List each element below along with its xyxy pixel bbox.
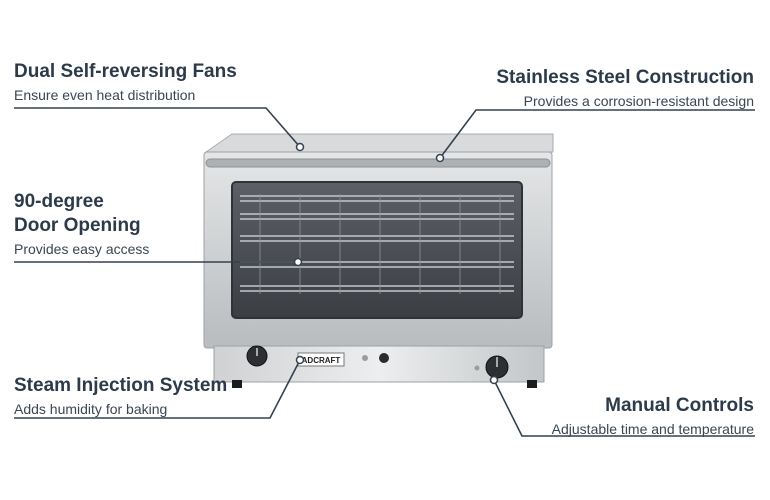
- callout-steam-title: Steam Injection System: [14, 375, 228, 396]
- callout-steel: Stainless Steel Construction Provides a …: [496, 66, 754, 110]
- callout-door-title-line2: Door Opening: [14, 215, 141, 236]
- oven-foot-right: [527, 380, 537, 388]
- indicator-light: [362, 355, 368, 361]
- callout-fans-subtitle: Ensure even heat distribution: [14, 87, 196, 103]
- power-button[interactable]: [379, 353, 389, 363]
- oven-racks: [240, 195, 514, 292]
- callout-door-title-line1: 90-degree: [14, 191, 104, 212]
- oven-window: [231, 181, 523, 319]
- callout-manual-title: Manual Controls: [605, 395, 754, 416]
- status-light: [474, 365, 480, 371]
- callout-door-subtitle: Provides easy access: [14, 241, 150, 257]
- door-handle: [205, 158, 551, 168]
- callout-dots: [293, 142, 499, 385]
- callout-steam: Steam Injection System Adds humidity for…: [14, 374, 227, 418]
- callout-steel-title: Stainless Steel Construction: [496, 67, 754, 88]
- oven-foot-left: [232, 380, 242, 388]
- brand-logo: ADCRAFT: [302, 356, 341, 365]
- callout-fans-title: Dual Self-reversing Fans: [14, 61, 237, 82]
- callout-steam-subtitle: Adds humidity for baking: [14, 401, 168, 417]
- callout-steel-subtitle: Provides a corrosion-resistant design: [523, 93, 754, 109]
- callout-door: 90-degree Door Opening Provides easy acc…: [14, 190, 149, 258]
- callout-manual: Manual Controls Adjustable time and temp…: [552, 394, 754, 438]
- callout-lines: [14, 107, 755, 437]
- callout-manual-subtitle: Adjustable time and temperature: [551, 421, 754, 437]
- oven-top: [204, 133, 554, 153]
- callout-fans: Dual Self-reversing Fans Ensure even hea…: [14, 60, 237, 104]
